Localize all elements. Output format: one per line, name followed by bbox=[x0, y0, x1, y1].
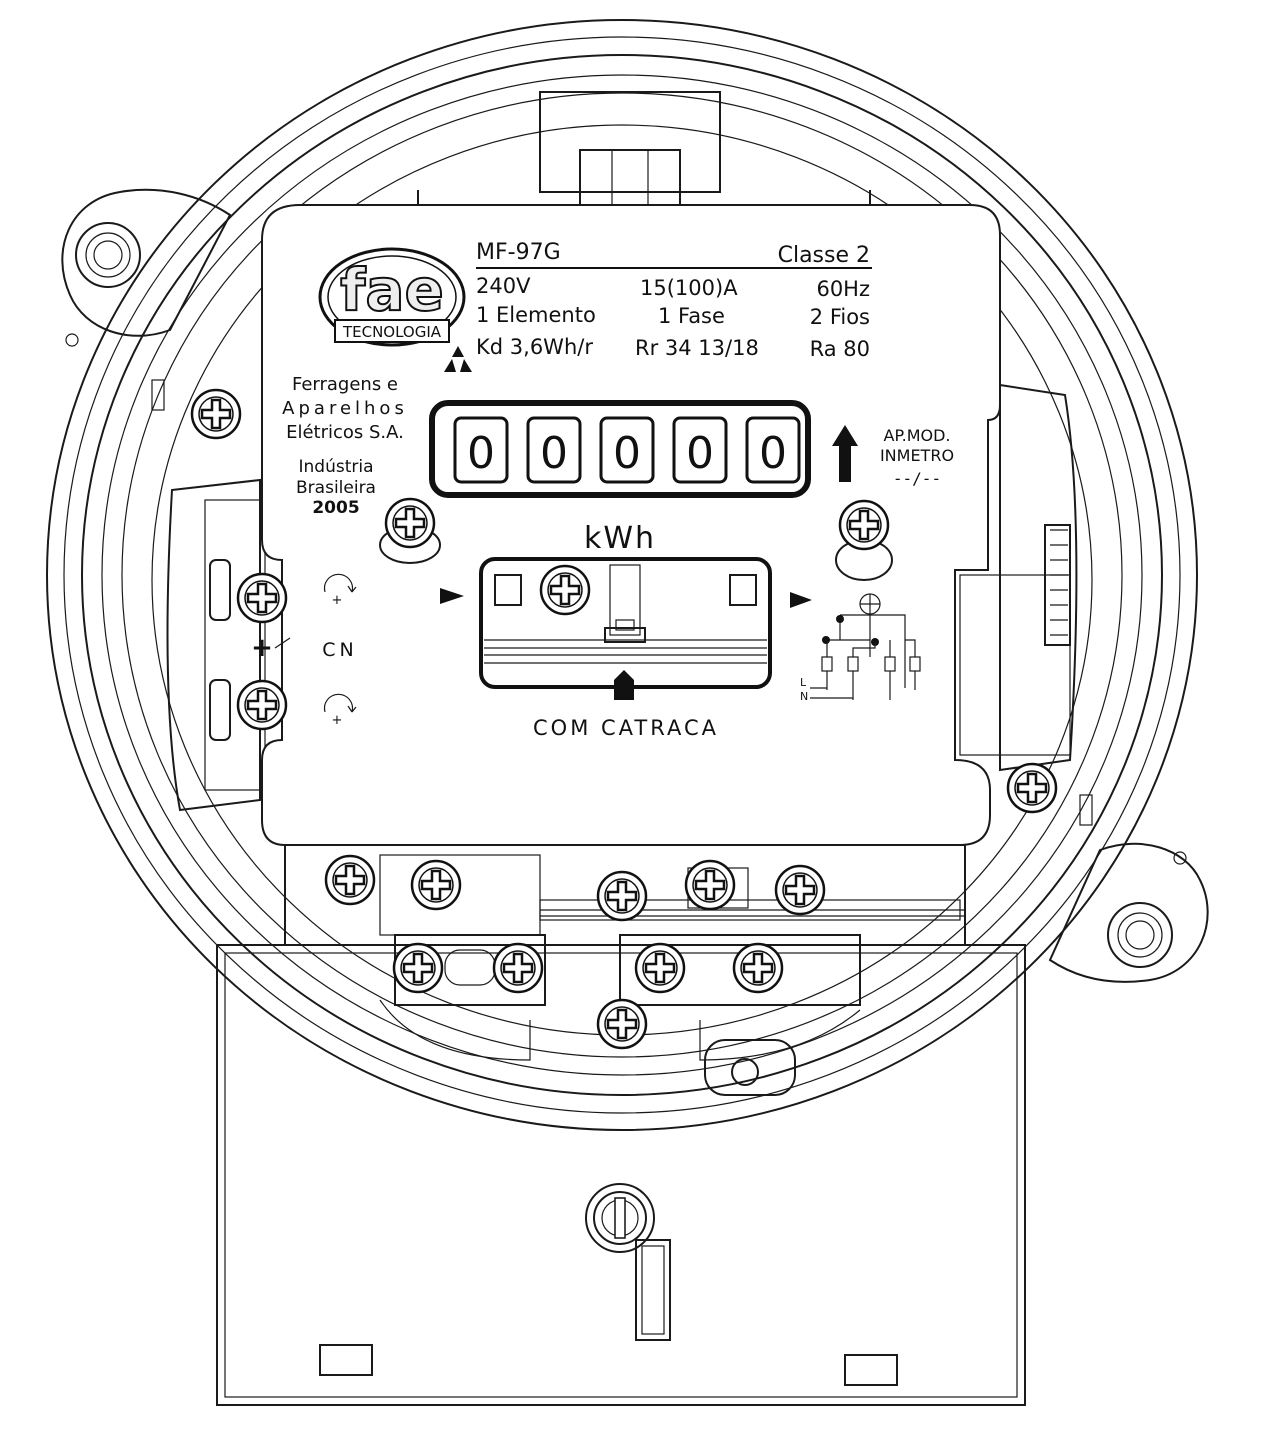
mounting-ear-right bbox=[1048, 842, 1209, 983]
origin-line-2: Brasileira bbox=[296, 478, 376, 498]
approval-line-3: --/-- bbox=[893, 469, 941, 488]
class-text: Classe 2 bbox=[778, 243, 870, 268]
register-digit: 0 bbox=[759, 428, 787, 479]
logo-subtitle: TECNOLOGIA bbox=[342, 323, 442, 341]
adjustment-screw bbox=[236, 679, 288, 731]
disc-screw bbox=[539, 564, 591, 616]
adjust-direction-icon: + bbox=[323, 693, 357, 728]
register-digit: 0 bbox=[686, 428, 714, 479]
register-digit-wheel bbox=[453, 416, 509, 484]
approval-line-1: AP.MOD. bbox=[884, 426, 951, 445]
terminal-screw bbox=[324, 854, 376, 906]
ratchet-text: COM CATRACA bbox=[533, 716, 719, 740]
manufacturer-info: Ferragens e Aparelhos Elétricos S.A. Ind… bbox=[282, 374, 408, 518]
manufacturer-emblem-icon bbox=[444, 346, 472, 372]
nameplate-screw-left bbox=[379, 497, 441, 564]
model-text: MF-97G bbox=[476, 240, 561, 265]
wires-text: 2 Fios bbox=[810, 305, 870, 329]
base-left-block bbox=[166, 478, 266, 812]
adjust-plus: + bbox=[332, 713, 343, 728]
terminal-screw bbox=[410, 859, 462, 911]
cover-seal-screw bbox=[585, 1183, 655, 1253]
terminal-screw bbox=[392, 942, 444, 994]
origin-line-1: Indústria bbox=[298, 457, 373, 477]
adjustment-screw bbox=[236, 572, 288, 624]
terminal-screw bbox=[732, 942, 784, 994]
rotation-arrow-icon bbox=[790, 592, 812, 608]
wiring-diagram: L N bbox=[800, 593, 921, 703]
wire-label-n: N bbox=[800, 690, 808, 703]
wire-label-l: L bbox=[800, 676, 807, 689]
housing-screw bbox=[1006, 762, 1058, 814]
logo-text: fae bbox=[340, 256, 444, 324]
terminal-screw bbox=[684, 859, 736, 911]
register-digit: 0 bbox=[467, 428, 495, 479]
housing-screw bbox=[190, 388, 242, 440]
fae-logo: fae TECNOLOGIA bbox=[318, 247, 466, 347]
approval-info: AP.MOD. INMETRO --/-- bbox=[880, 426, 954, 488]
base-right-block bbox=[959, 383, 1078, 772]
ra-text: Ra 80 bbox=[810, 337, 870, 361]
terminal-screw bbox=[492, 942, 544, 994]
rr-text: Rr 34 13/18 bbox=[635, 336, 759, 360]
maker-line-2: Aparelhos bbox=[282, 398, 408, 419]
direction-arrow-icon bbox=[832, 425, 858, 482]
specifications: MF-97G Classe 2 240V 15(100)A 60Hz 1 Ele… bbox=[476, 240, 872, 361]
terminal-screw bbox=[596, 870, 648, 922]
adjust-direction-icon: + bbox=[323, 573, 357, 608]
kd-text: Kd 3,6Wh/r bbox=[476, 335, 593, 359]
phases-text: 1 Fase bbox=[658, 304, 725, 328]
nameplate-screw-right bbox=[835, 499, 893, 581]
terminal-block bbox=[284, 844, 966, 1096]
register-digit-wheel bbox=[526, 416, 582, 484]
frequency-text: 60Hz bbox=[816, 277, 870, 301]
register-digit-wheel bbox=[599, 416, 655, 484]
terminal-screw bbox=[596, 998, 648, 1050]
rotation-arrow-icon bbox=[440, 588, 464, 604]
maker-line-1: Ferragens e bbox=[292, 374, 398, 395]
unit-text: kWh bbox=[584, 521, 656, 556]
maker-line-3: Elétricos S.A. bbox=[286, 422, 404, 443]
current-text: 15(100)A bbox=[640, 276, 738, 300]
voltage-text: 240V bbox=[476, 274, 531, 298]
ratchet-pointer-icon bbox=[614, 670, 634, 700]
register-digit-wheel bbox=[745, 416, 801, 484]
nameplate bbox=[261, 204, 1001, 846]
elements-text: 1 Elemento bbox=[476, 303, 596, 327]
adjust-plus: + bbox=[332, 593, 343, 608]
terminal-screw bbox=[634, 942, 686, 994]
register-digit-wheel bbox=[672, 416, 728, 484]
mounting-ear-left bbox=[61, 188, 232, 347]
disc-window bbox=[440, 557, 812, 700]
year-text: 2005 bbox=[312, 498, 359, 518]
terminal-screw bbox=[774, 864, 826, 916]
cn-label: CN bbox=[322, 639, 357, 661]
approval-line-2: INMETRO bbox=[880, 446, 954, 465]
register-digit: 0 bbox=[613, 428, 641, 479]
plus-sign: + bbox=[251, 633, 273, 663]
register-digit: 0 bbox=[540, 428, 568, 479]
